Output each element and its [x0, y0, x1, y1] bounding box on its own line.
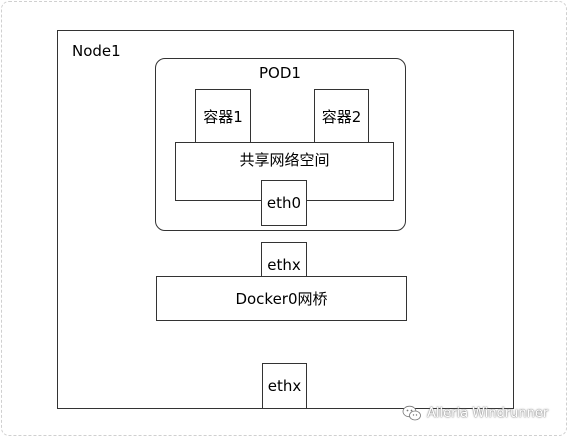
container-2-box: 容器2 — [314, 89, 369, 143]
pod-eth0-label: eth0 — [266, 194, 302, 212]
shared-network-namespace-label: 共享网络空间 — [239, 151, 330, 169]
pod-eth0-interface: eth0 — [261, 180, 307, 226]
watermark: Alleria Windrunner — [402, 405, 548, 422]
node-label: Node1 — [72, 42, 121, 60]
container-1-box: 容器1 — [195, 89, 251, 143]
docker0-bridge-label: Docker0网桥 — [235, 290, 328, 308]
watermark-text: Alleria Windrunner — [427, 406, 549, 421]
node-ethx-label: ethx — [267, 377, 302, 395]
bridge-ethx-label: ethx — [267, 256, 301, 274]
wechat-logo-icon — [402, 405, 422, 422]
node-ethx-interface: ethx — [262, 363, 307, 409]
pod-label: POD1 — [259, 64, 301, 82]
container-2-label: 容器2 — [321, 107, 362, 126]
container-1-label: 容器1 — [203, 107, 243, 126]
docker0-bridge-box: Docker0网桥 — [156, 276, 407, 321]
